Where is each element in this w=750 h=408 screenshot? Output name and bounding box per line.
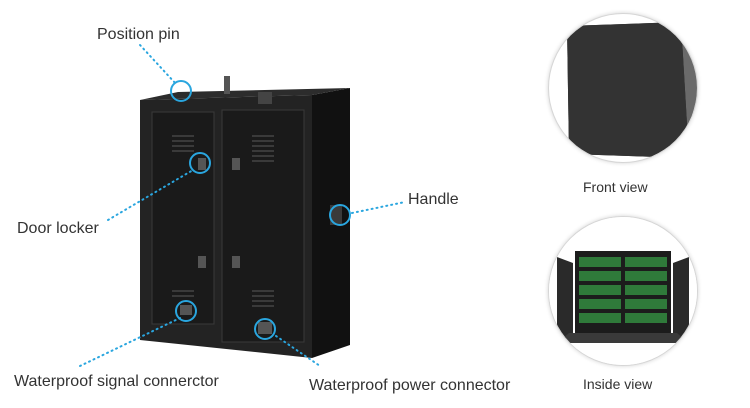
inside-view-caption: Inside view	[583, 376, 653, 392]
power-connector	[258, 322, 272, 334]
front-panel-image	[567, 22, 697, 158]
position-pin-label: Position pin	[97, 26, 180, 43]
leader-lines	[79, 44, 406, 367]
door-locks	[198, 158, 240, 268]
left-door	[151, 111, 215, 325]
callout-circles	[170, 80, 351, 340]
signal-connector	[180, 305, 192, 315]
right-door	[221, 109, 305, 343]
waterproof-power-label: Waterproof power connector	[309, 377, 511, 394]
front-view-caption: Front view	[583, 179, 648, 195]
waterproof-signal-label: Waterproof signal connerctor	[14, 373, 219, 390]
side-handle	[330, 205, 342, 225]
cabinet-top	[140, 88, 350, 100]
top-pin	[224, 76, 230, 94]
inside-panel-image	[549, 217, 697, 365]
inside-view-thumbnail	[548, 216, 698, 366]
door-locker-label: Door locker	[17, 220, 99, 237]
front-view-thumbnail	[548, 13, 698, 163]
vent-grilles	[172, 135, 274, 307]
handle-label: Handle	[408, 191, 459, 208]
top-connector	[258, 92, 272, 104]
